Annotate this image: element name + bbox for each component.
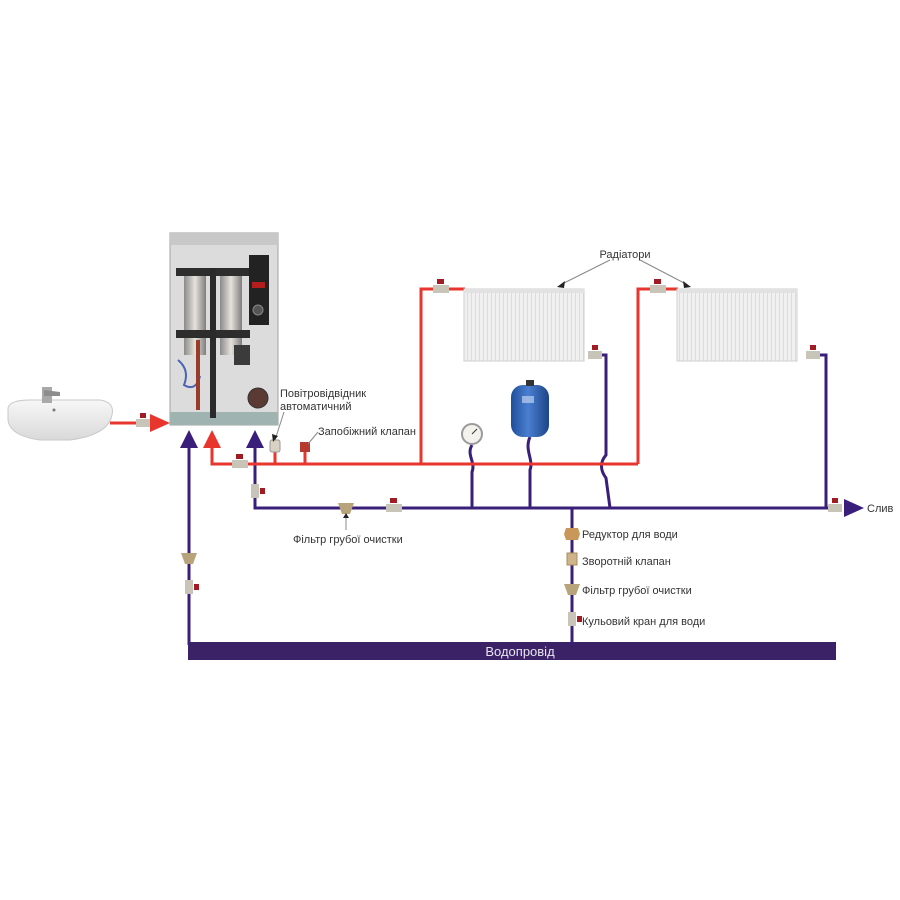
expansion-tank-body	[511, 385, 549, 437]
radiator-2-top	[677, 289, 797, 293]
expansion-tank-cap	[526, 380, 534, 386]
ball-valve-drain	[828, 498, 842, 512]
sink	[7, 387, 113, 441]
check-valve	[566, 552, 578, 566]
boiler-display	[252, 282, 265, 288]
expansion-tank-sticker	[522, 396, 534, 403]
radiator-1	[463, 288, 585, 362]
leader-arrowheads	[272, 281, 691, 518]
pressure-reducer	[564, 528, 580, 540]
boiler-pump	[247, 387, 269, 409]
flow-arrows	[150, 414, 864, 517]
label-coarse-filter-supply: Фільтр грубої очистки	[582, 585, 692, 597]
radiator-1-body	[463, 288, 585, 362]
water-main: Водопровід	[188, 642, 836, 660]
arrow-drain	[844, 499, 864, 517]
leader-lines	[274, 259, 687, 530]
label-drain: Слив	[867, 503, 894, 515]
fittings	[181, 439, 580, 595]
ball-valve-radiator1-out	[588, 345, 602, 359]
arrow-sink-inlet	[150, 414, 170, 432]
boiler-center-rail	[210, 268, 216, 418]
boiler-red-pipe	[196, 340, 200, 410]
boiler-valve-block	[234, 345, 250, 365]
radiator2-supply-pipe	[636, 287, 678, 464]
sink-drain-hole	[52, 408, 56, 412]
label-air-vent-line1: Повітровідвідник	[280, 388, 366, 400]
label-radiators: Радіатори	[599, 249, 650, 261]
safety-valve	[300, 442, 310, 452]
sink-basin	[7, 399, 113, 441]
arrow-supply-out	[203, 430, 221, 448]
water-main-bar	[188, 642, 836, 660]
ball-valve-return-line	[386, 498, 402, 512]
water-main-label: Водопровід	[485, 644, 555, 659]
ball-valve-supply	[568, 612, 582, 626]
radiators-leader-right	[639, 259, 687, 285]
label-ball-valve: Кульовий кран для води	[582, 616, 705, 628]
radiator1-supply-pipe	[419, 287, 465, 464]
radiator2-return-pipe	[812, 353, 828, 508]
boiler-top	[170, 233, 278, 245]
valves	[136, 279, 842, 626]
ball-valve-radiator2-out	[806, 345, 820, 359]
ball-valve-sink	[136, 413, 150, 427]
label-check-valve: Зворотній клапан	[582, 556, 671, 568]
radiator-1-top	[464, 289, 584, 293]
radiator-2	[676, 288, 798, 362]
ball-valve-radiator1-in	[433, 279, 449, 293]
safety-valve-leader	[307, 431, 319, 445]
label-pressure-reducer: Редуктор для води	[582, 529, 678, 541]
tank-stem-pipe	[526, 436, 533, 508]
gauge-stem-pipe	[468, 444, 475, 508]
label-coarse-filter-return: Фільтр грубої очистки	[293, 534, 403, 546]
ball-valve-radiator2-in	[650, 279, 666, 293]
coarse-filter-supply	[564, 584, 580, 595]
pressure-gauge	[461, 423, 483, 445]
radiator1-return-pipe	[596, 353, 612, 509]
radiators-leader-left	[561, 259, 611, 285]
boiler-cylinder-right	[220, 270, 242, 355]
pressure-gauge-needle	[471, 428, 478, 435]
electric-boiler	[169, 232, 279, 426]
air-vent-leader	[274, 411, 285, 441]
expansion-tank	[511, 380, 549, 437]
coarse-filter-cold	[181, 553, 197, 564]
labels: Радіатори Повітровідвідник автоматичний …	[280, 249, 894, 628]
sink-faucet-spout	[44, 390, 60, 396]
ball-valve-cold-inlet	[185, 580, 199, 594]
arrow-cold-inlet	[180, 430, 198, 448]
boiler-knob	[252, 304, 264, 316]
label-air-vent-line2: автоматичний	[280, 401, 351, 413]
arrow-return-in	[246, 430, 264, 448]
ball-valve-boiler-return	[251, 484, 265, 498]
radiator-2-body	[676, 288, 798, 362]
label-safety-valve: Запобіжний клапан	[318, 426, 416, 438]
automatic-air-vent	[269, 439, 281, 453]
coarse-filter-return	[338, 503, 354, 514]
boiler-return-pipe	[253, 440, 840, 510]
boiler-cylinder-left	[184, 270, 206, 355]
boiler-base	[170, 412, 278, 425]
ball-valve-boiler-supply	[232, 454, 248, 468]
